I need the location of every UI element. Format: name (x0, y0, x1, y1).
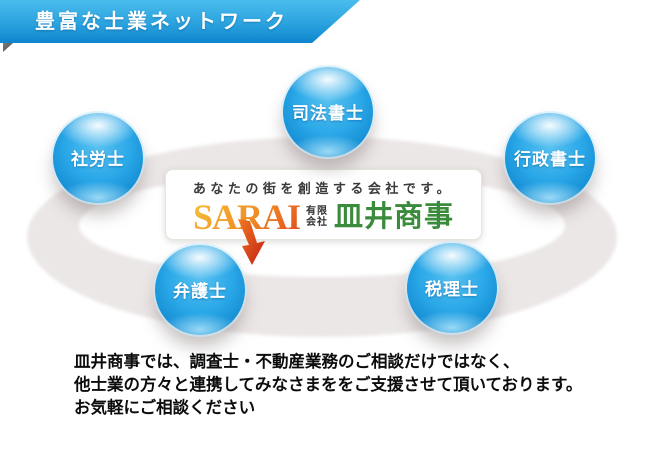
section-banner: 豊富な士業ネットワーク (0, 0, 360, 43)
node-sharoushi: 社労士 (53, 113, 143, 203)
node-label: 税理士 (425, 280, 479, 299)
node-label: 弁護士 (173, 282, 227, 301)
description-text: 皿井商事では、調査士・不動産業務のご相談だけではなく、 他士業の方々と連携してみ… (74, 350, 582, 419)
node-bengoshi: 弁護士 (155, 245, 245, 335)
node-label: 行政書士 (514, 150, 586, 169)
company-logo-box: あなたの街を創造する会社です。 SARAI 有限 会社 皿井商事 (165, 169, 482, 240)
company-name: 皿井商事 (334, 200, 455, 233)
company-logo-row: SARAI 有限 会社 皿井商事 (166, 196, 481, 238)
node-label: 社労士 (71, 150, 125, 169)
description-line-3: お気軽にご相談ください (74, 398, 256, 417)
company-tagline: あなたの街を創造する会社です。 (192, 181, 455, 196)
node-zeirishi: 税理士 (407, 243, 497, 333)
node-gyoseishoshi: 行政書士 (505, 113, 595, 203)
network-diagram: あなたの街を創造する会社です。 SARAI 有限 会社 皿井商事 (0, 43, 645, 343)
node-label: 司法書士 (292, 104, 364, 123)
description-line-2: 他士業の方々と連携してみなさまををご支援させて頂いております。 (74, 375, 583, 394)
logo-arrow-icon (238, 219, 265, 265)
banner-fold-decoration (3, 43, 13, 52)
section-title: 豊富な士業ネットワーク (35, 11, 288, 33)
description-line-1: 皿井商事では、調査士・不動産業務のご相談だけではなく、 (74, 352, 520, 371)
company-type-label: 有限 会社 (306, 205, 328, 229)
node-shihoshoshi: 司法書士 (283, 67, 373, 157)
